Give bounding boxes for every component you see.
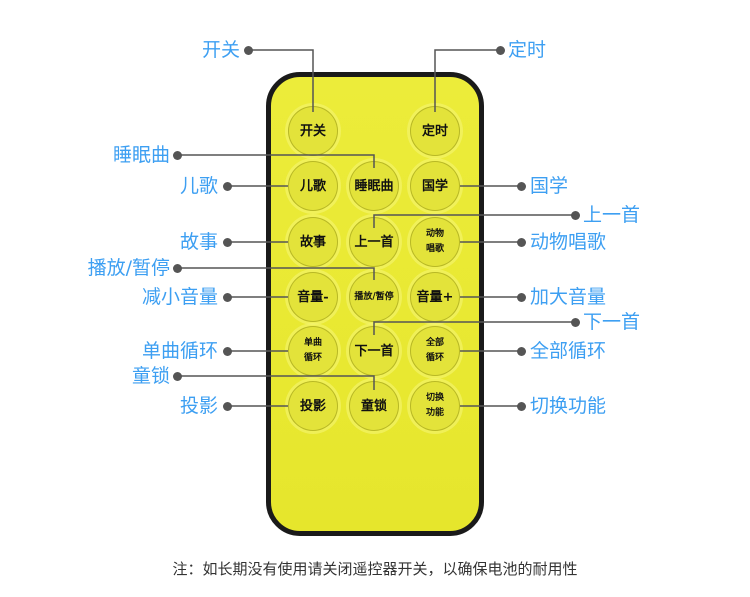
leader-dot-next: [570, 317, 580, 327]
callout-single-loop: 单曲循环: [141, 340, 218, 362]
callout-stories: 故事: [179, 231, 218, 253]
child-lock-button[interactable]: 童锁: [349, 381, 399, 431]
callout-volume-up: 加大音量: [530, 286, 607, 308]
nursery-rhymes-button[interactable]: 儿歌: [288, 161, 338, 211]
leader-dot-loop-all: [516, 346, 526, 356]
next-button[interactable]: 下一首: [349, 326, 399, 376]
callout-projection: 投影: [179, 395, 218, 417]
animal-songs-button[interactable]: 动物 唱歌: [410, 217, 460, 267]
callout-power: 开关: [201, 39, 240, 61]
lullaby-button[interactable]: 睡眠曲: [349, 161, 399, 211]
projection-button[interactable]: 投影: [288, 381, 338, 431]
footnote: 注：如长期没有使用请关闭遥控器开关，以确保电池的耐用性: [172, 560, 578, 578]
leader-dot-animal-songs: [516, 237, 526, 247]
leader-dot-power: [243, 45, 253, 55]
leader-dot-previous: [570, 210, 580, 220]
leader-dot-single-loop: [222, 346, 232, 356]
play-pause-button[interactable]: 播放/暂停: [349, 272, 399, 322]
callout-play-pause: 播放/暂停: [87, 257, 170, 279]
volume-up-button[interactable]: 音量+: [410, 272, 460, 322]
single-loop-button[interactable]: 单曲 循环: [288, 326, 338, 376]
power-button[interactable]: 开关: [288, 106, 338, 156]
callout-lullaby: 睡眠曲: [112, 144, 170, 166]
callout-chinese-classics: 国学: [530, 175, 569, 197]
leader-dot-timer: [495, 45, 505, 55]
stories-button[interactable]: 故事: [288, 217, 338, 267]
callout-nursery-rhymes: 儿歌: [179, 175, 218, 197]
leader-dot-switch-function: [516, 401, 526, 411]
timer-button[interactable]: 定时: [410, 106, 460, 156]
callout-previous: 上一首: [583, 204, 641, 226]
leader-dot-chinese-classics: [516, 181, 526, 191]
leader-dot-lullaby: [172, 150, 182, 160]
leader-dot-stories: [222, 237, 232, 247]
previous-button[interactable]: 上一首: [349, 217, 399, 267]
chinese-classics-button[interactable]: 国学: [410, 161, 460, 211]
callout-switch-function: 切换功能: [530, 395, 607, 417]
callout-loop-all: 全部循环: [530, 340, 607, 362]
leader-dot-projection: [222, 401, 232, 411]
callout-next: 下一首: [583, 311, 641, 333]
loop-all-button[interactable]: 全部 循环: [410, 326, 460, 376]
switch-function-button[interactable]: 切换 功能: [410, 381, 460, 431]
leader-dot-volume-down: [222, 292, 232, 302]
volume-down-button[interactable]: 音量-: [288, 272, 338, 322]
leader-dot-nursery-rhymes: [222, 181, 232, 191]
callout-animal-songs: 动物唱歌: [530, 231, 607, 253]
leader-dot-volume-up: [516, 292, 526, 302]
callout-timer: 定时: [508, 39, 547, 61]
callout-child-lock: 童锁: [131, 365, 170, 387]
callout-volume-down: 减小音量: [141, 286, 218, 308]
leader-dot-play-pause: [172, 263, 182, 273]
leader-dot-child-lock: [172, 371, 182, 381]
